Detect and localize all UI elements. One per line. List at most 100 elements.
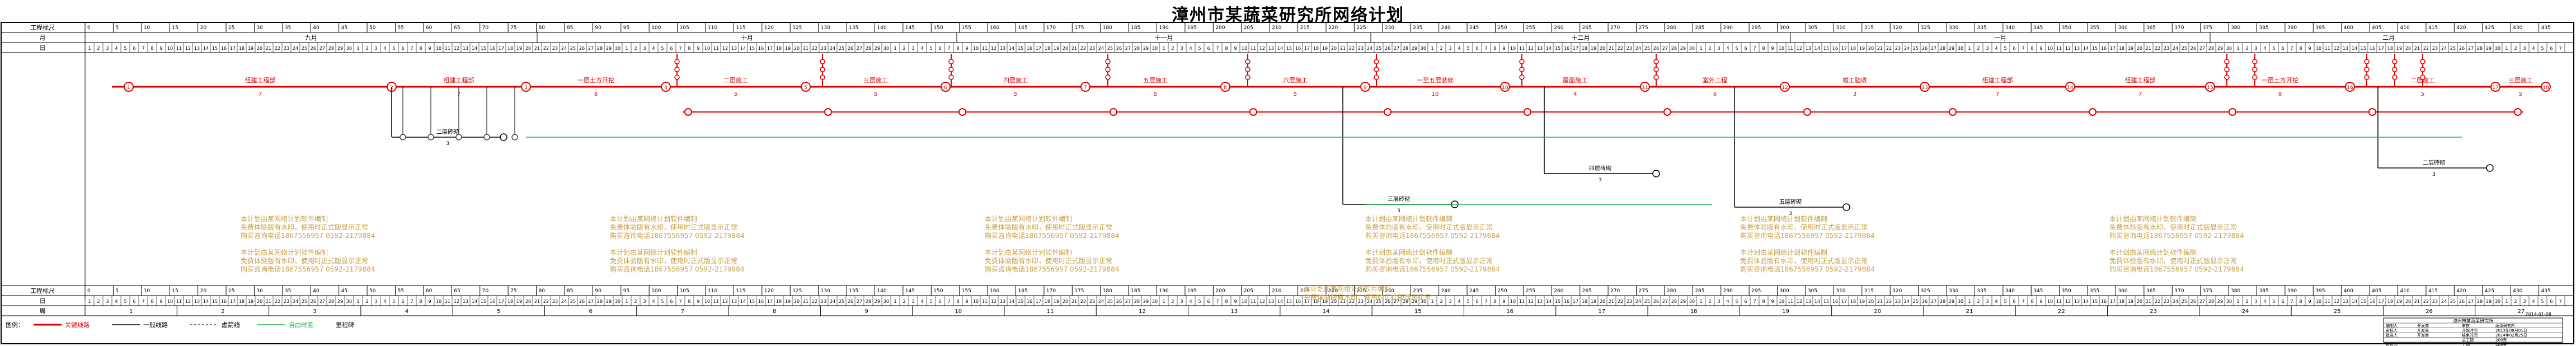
normal-task-label: 二层砖砌	[436, 128, 459, 135]
watermark-line-1: 本计划由某网络计划软件编制	[610, 214, 697, 223]
day-label: 2	[1171, 299, 1174, 304]
watermark-line-3: 购买咨询电话1867556957 0592-2179884	[610, 231, 744, 240]
day-label: 14	[203, 46, 209, 51]
day-label: 1	[1162, 46, 1165, 51]
scale-tick-label: 195	[1187, 25, 1197, 31]
scale-tick-label: 305	[1808, 288, 1817, 294]
day-label: 12	[1797, 46, 1802, 51]
day-label: 4	[1726, 299, 1729, 304]
day-label: 9	[2308, 299, 2311, 304]
critical-node-secondary	[1110, 108, 1117, 116]
scale-tick-label: 240	[1441, 25, 1451, 31]
watermark-line-1: 本计划由某网络计划软件编制	[1365, 214, 1452, 223]
day-label: 3	[106, 299, 109, 304]
day-label: 2	[2245, 46, 2248, 51]
day-label: 1	[2236, 299, 2239, 304]
day-label: 9	[428, 299, 431, 304]
day-label: 20	[525, 46, 531, 51]
week-label: 12	[1139, 308, 1146, 315]
day-label: 7	[142, 299, 144, 304]
critical-node	[2065, 82, 2075, 92]
day-label: 11	[982, 299, 988, 304]
day-label: 1	[625, 299, 628, 304]
scale-tick-label: 265	[1582, 25, 1592, 31]
day-label: 26	[1653, 299, 1659, 304]
day-label: 29	[1412, 46, 1417, 51]
critical-task-duration: 7	[2138, 91, 2142, 97]
critical-subnode	[2252, 59, 2258, 64]
scale-tick-label: 110	[708, 25, 717, 31]
critical-node-secondary	[2229, 108, 2236, 116]
scale-tick-label: 245	[1469, 288, 1479, 294]
day-label: 19	[1591, 299, 1596, 304]
critical-task-label: 室外工程	[1703, 76, 1727, 84]
day-label: 16	[1832, 46, 1838, 51]
day-label: 7	[410, 299, 413, 304]
day-label: 18	[1045, 46, 1050, 51]
day-label: 27	[319, 299, 325, 304]
week-label: 17	[1599, 308, 1606, 315]
scale-tick-label: 35	[285, 25, 291, 31]
scale-tick-label: 150	[933, 288, 943, 294]
scale-row-label-day: 日	[40, 44, 46, 52]
info-table-key: 编制人	[2386, 323, 2398, 328]
day-label: 3	[2523, 299, 2526, 304]
critical-subnode	[2224, 59, 2230, 64]
day-label: 8	[2299, 46, 2302, 51]
scale-tick-label: 330	[1949, 288, 1958, 294]
critical-subnode	[2392, 74, 2398, 80]
scale-tick-label: 235	[1413, 25, 1422, 31]
day-label: 17	[499, 46, 504, 51]
day-label: 1	[88, 299, 91, 304]
day-label: 5	[124, 299, 126, 304]
scale-tick-label: 220	[1328, 288, 1338, 294]
day-label: 9	[965, 299, 968, 304]
watermark-line-3: 购买咨询电话1867556957 0592-2179884	[2109, 231, 2244, 240]
week-label: 3	[313, 308, 317, 315]
day-label: 6	[401, 46, 404, 51]
info-table-key: 审核人	[2386, 328, 2398, 333]
scale-tick-label: 360	[2118, 25, 2127, 31]
critical-node	[1920, 82, 1930, 92]
critical-task-duration: 10	[1432, 91, 1439, 97]
day-label: 24	[2173, 299, 2178, 304]
day-label: 15	[481, 299, 486, 304]
day-label: 25	[302, 46, 307, 51]
scale-tick-label: 40	[313, 288, 319, 294]
day-label: 22	[543, 46, 549, 51]
critical-subnode	[2420, 59, 2425, 64]
scale-tick-label: 410	[2400, 25, 2410, 31]
day-label: 12	[2334, 299, 2339, 304]
day-label: 1	[894, 46, 896, 51]
day-label: 17	[767, 46, 773, 51]
scale-tick-label: 135	[849, 25, 858, 31]
day-label: 8	[2030, 46, 2033, 51]
scale-tick-label: 300	[1780, 25, 1789, 31]
day-label: 7	[1484, 46, 1487, 51]
day-label: 15	[2092, 46, 2098, 51]
day-label: 27	[1931, 299, 1936, 304]
day-label: 3	[643, 299, 646, 304]
day-label: 14	[740, 46, 746, 51]
day-label: 10	[2047, 299, 2053, 304]
day-label: 29	[875, 299, 880, 304]
scale-tick-label: 395	[2315, 288, 2325, 294]
week-label: 13	[1230, 308, 1238, 315]
week-label: 7	[681, 308, 684, 315]
scale-tick-label: 65	[454, 25, 460, 31]
watermark-line-2: 免费体验版有水印，使用时正式版显示正常	[1304, 293, 1431, 301]
watermark-line-2: 免费体验版有水印，使用时正式版显示正常	[985, 223, 1112, 231]
day-label: 25	[302, 299, 307, 304]
day-label: 30	[1152, 299, 1158, 304]
watermark-line-1: 本计划由某网络计划软件编制	[1740, 214, 1827, 223]
day-label: 7	[947, 46, 950, 51]
critical-subnode	[1519, 59, 1525, 64]
normal-task-duration: 3	[2432, 172, 2436, 177]
day-label: 29	[1412, 299, 1417, 304]
watermark-line-1: 本计划由某网络计划软件编制	[985, 214, 1072, 223]
info-table-value: 蔬菜研究所	[2495, 323, 2515, 328]
critical-subnode	[820, 74, 825, 80]
info-table-value: 开发商	[2417, 323, 2429, 328]
scale-tick-label: 385	[2259, 25, 2269, 31]
day-label: 13	[1806, 46, 1811, 51]
